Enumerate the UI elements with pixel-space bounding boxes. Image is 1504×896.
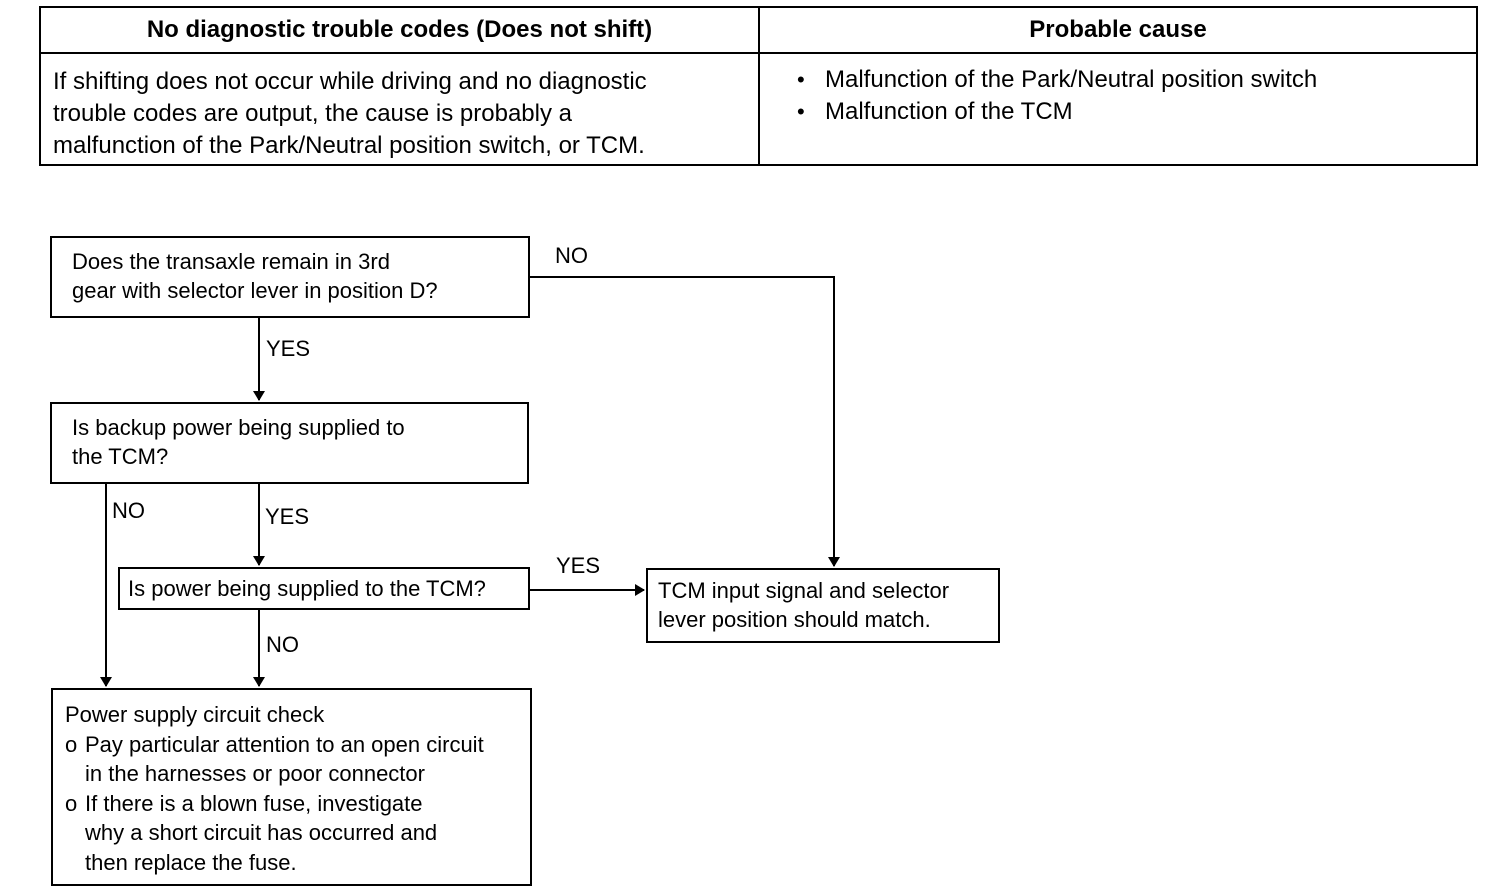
question-text: Does the transaxle remain in 3rd gear wi… (72, 249, 438, 303)
cause-text: Malfunction of the TCM (825, 98, 1073, 125)
check-item: o If there is a blown fuse, investigate … (65, 789, 530, 878)
cause-item: • Malfunction of the TCM (797, 96, 1317, 128)
label-q3-yes: YES (556, 553, 601, 578)
check-item-text: Pay particular attention to an open circ… (85, 731, 484, 787)
diagnosis-table: No diagnostic trouble codes (Does not sh… (39, 6, 1478, 166)
label-q2-yes: YES (265, 504, 310, 529)
power-supply-check-box: Power supply circuit check o Pay particu… (51, 688, 532, 886)
label-q1-yes: YES (266, 336, 311, 361)
symptom-description: If shifting does not occur while driving… (53, 66, 743, 162)
question-box-third-gear: Does the transaxle remain in 3rd gear wi… (50, 236, 530, 318)
description-line: malfunction of the Park/Neutral position… (53, 132, 645, 159)
bullet-icon: • (797, 99, 805, 124)
cause-text: Malfunction of the Park/Neutral position… (825, 66, 1318, 93)
check-item-text: If there is a blown fuse, investigate wh… (85, 790, 438, 875)
table-header-divider (41, 52, 1476, 54)
result-box-signal-match: TCM input signal and selector lever posi… (646, 568, 1000, 643)
description-line: trouble codes are output, the cause is p… (53, 100, 572, 127)
label-q3-no: NO (266, 632, 299, 657)
circle-bullet-icon: o (65, 731, 78, 757)
question-text: Is backup power being supplied to the TC… (72, 415, 405, 469)
question-box-power-supply: Is power being supplied to the TCM? (118, 567, 530, 610)
probable-cause-list: • Malfunction of the Park/Neutral positi… (797, 64, 1317, 128)
check-title: Power supply circuit check (65, 702, 325, 727)
table-header-symptom: No diagnostic trouble codes (Does not sh… (146, 16, 653, 43)
circle-bullet-icon: o (65, 790, 78, 816)
label-q2-no: NO (112, 498, 145, 523)
arrow-q1-no (530, 276, 840, 567)
cause-item: • Malfunction of the Park/Neutral positi… (797, 64, 1317, 96)
question-box-backup-power: Is backup power being supplied to the TC… (50, 402, 529, 484)
description-line: If shifting does not occur while driving… (53, 68, 647, 95)
result-text: TCM input signal and selector lever posi… (658, 578, 950, 632)
table-column-divider (758, 8, 760, 164)
table-header-probable-cause: Probable cause (1029, 16, 1207, 43)
label-q1-no: NO (555, 243, 588, 268)
bullet-icon: • (797, 67, 805, 92)
question-text: Is power being supplied to the TCM? (128, 576, 486, 601)
check-item: o Pay particular attention to an open ci… (65, 730, 530, 789)
